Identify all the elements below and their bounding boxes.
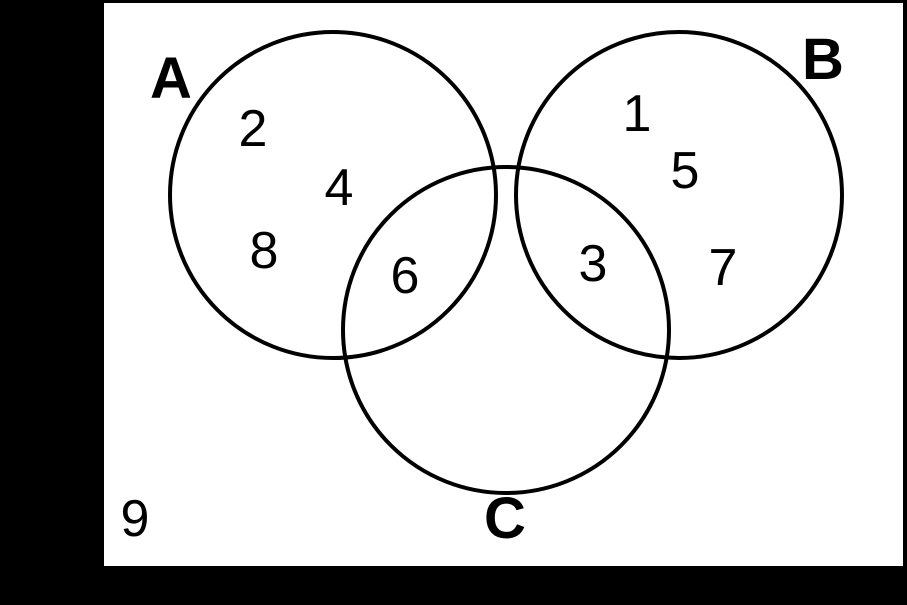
venn-item-a-only-1: 4 (324, 159, 354, 217)
venn-item-a-only-2: 8 (249, 222, 279, 280)
venn-item-b-only-1: 5 (670, 142, 700, 200)
venn-item-b-only-0: 1 (622, 85, 652, 143)
set-label-b: B (802, 27, 844, 92)
venn-item-a-only-0: 2 (238, 100, 268, 158)
venn-item-outside-0: 9 (120, 490, 150, 548)
venn-circles (168, 30, 844, 495)
circle-c (341, 165, 671, 495)
circle-b (514, 30, 844, 360)
venn-item-a-and-c-0: 6 (390, 247, 420, 305)
venn-canvas: A B C 2 4 8 1 5 7 6 3 9 (104, 3, 903, 566)
venn-item-b-and-c-0: 3 (578, 235, 608, 293)
set-label-a: A (150, 46, 192, 111)
set-label-c: C (484, 486, 526, 551)
circle-a (168, 30, 498, 360)
venn-item-b-only-2: 7 (708, 239, 738, 297)
